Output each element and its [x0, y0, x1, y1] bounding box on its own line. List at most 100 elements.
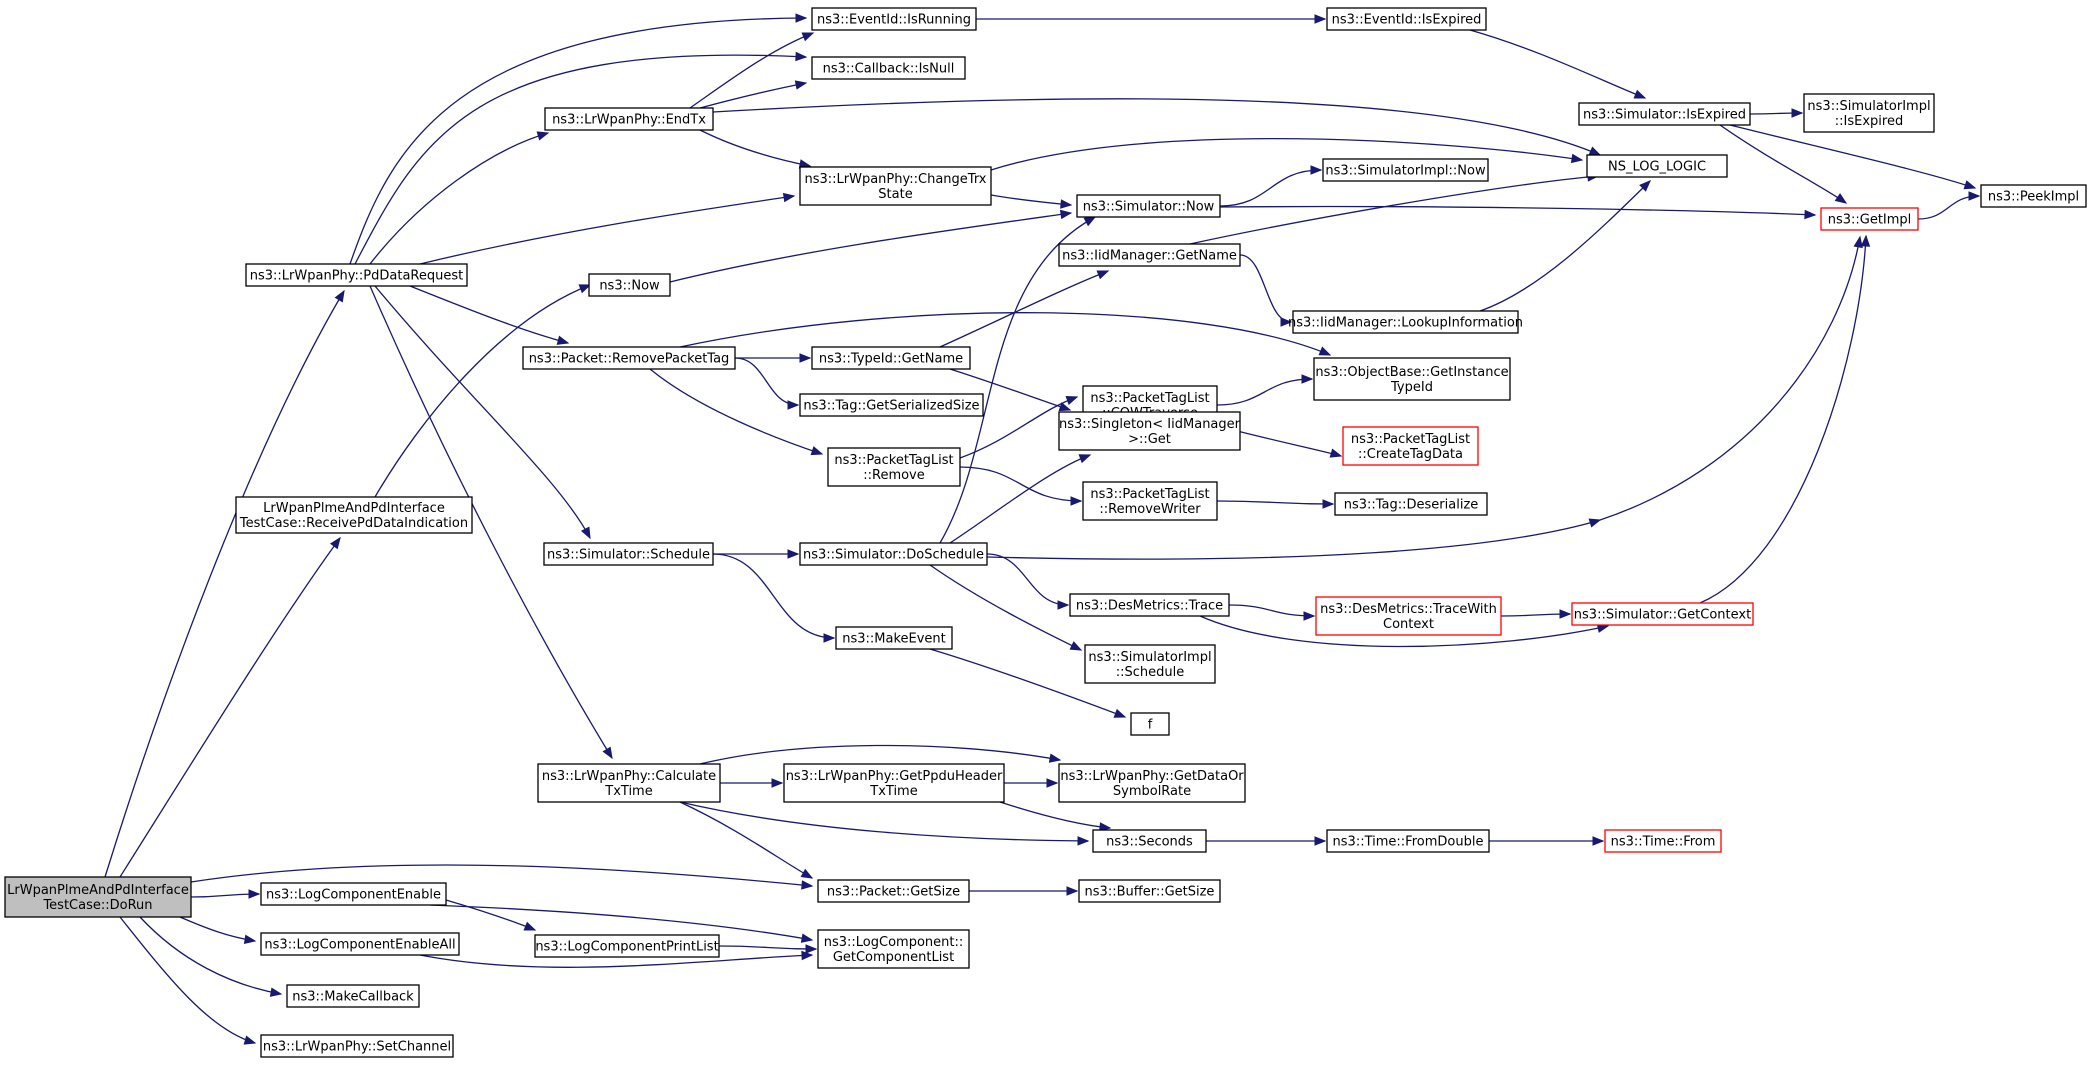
edge-doschedule-to-getimpl	[986, 519, 1601, 560]
node-isexpired[interactable]: ns3::EventId::IsExpired	[1326, 7, 1487, 31]
node-label: ns3::LrWpanPhy::Calculate	[542, 769, 716, 784]
edge-isrunning-to-isexpired-arrowhead	[1314, 14, 1327, 24]
node-simnow[interactable]: ns3::Simulator::Now	[1076, 194, 1221, 218]
node-doschedule[interactable]: ns3::Simulator::DoSchedule	[799, 542, 988, 566]
node-removepackettag[interactable]: ns3::Packet::RemovePacketTag	[522, 346, 736, 370]
node-box	[1571, 602, 1754, 626]
node-isrunning[interactable]: ns3::EventId::IsRunning	[811, 7, 977, 31]
node-simimplschedule[interactable]: ns3::SimulatorImpl::Schedule	[1084, 644, 1216, 684]
node-box	[1326, 829, 1490, 853]
node-desmetricstrace[interactable]: ns3::DesMetrics::Trace	[1069, 593, 1230, 617]
node-label: ns3::PeekImpl	[1988, 190, 2079, 205]
node-createtagdata[interactable]: ns3::PacketTagList::CreateTagData	[1342, 426, 1479, 466]
node-box	[1803, 93, 1935, 133]
edge-doschedule-to-getimpl-tail-arrowhead	[1853, 235, 1863, 249]
edge-removepackettag-to-ptlremove-arrowhead	[810, 446, 824, 456]
node-label: Context	[1383, 617, 1434, 632]
node-f[interactable]: f	[1130, 712, 1170, 736]
node-box	[799, 542, 988, 566]
node-peekimpl[interactable]: ns3::PeekImpl	[1980, 184, 2087, 208]
node-getimpl[interactable]: ns3::GetImpl	[1820, 207, 1919, 231]
node-tagdeserialize[interactable]: ns3::Tag::Deserialize	[1334, 492, 1488, 516]
node-label: ns3::LogComponent::	[824, 935, 964, 950]
edge-receivepd-to-now	[374, 284, 591, 498]
node-box	[783, 763, 1005, 803]
node-makeevent[interactable]: ns3::MakeEvent	[835, 626, 953, 650]
node-label: ns3::DesMetrics::Trace	[1076, 599, 1223, 614]
edge-pddatarequest-to-calctxtime	[369, 285, 613, 759]
node-makecallback[interactable]: ns3::MakeCallback	[286, 984, 420, 1008]
edge-doschedule-to-simimplschedule-arrowhead	[1069, 641, 1083, 651]
node-buffergetsize[interactable]: ns3::Buffer::GetSize	[1078, 879, 1221, 903]
node-logprintlist[interactable]: ns3::LogComponentPrintList	[534, 934, 720, 958]
node-label: NS_LOG_LOGIC	[1608, 160, 1706, 175]
node-label: ns3::LrWpanPhy::SetChannel	[263, 1040, 451, 1055]
node-label: ns3::MakeEvent	[842, 632, 946, 647]
edge-now-to-simnow	[669, 212, 1072, 283]
node-box	[1092, 829, 1207, 853]
edge-ptlremove-to-cowtraverse-arrowhead	[1065, 396, 1079, 405]
node-simgetcontext[interactable]: ns3::Simulator::GetContext	[1571, 602, 1754, 626]
node-isnull[interactable]: ns3::Callback::IsNull	[811, 56, 966, 80]
edge-doschedule-to-simimplschedule	[929, 564, 1082, 651]
node-simimplnow[interactable]: ns3::SimulatorImpl::Now	[1322, 158, 1489, 182]
node-label: ::RemoveWriter	[1099, 502, 1201, 517]
node-box	[835, 626, 953, 650]
edge-getppduheader-to-seconds	[999, 801, 1111, 829]
edge-doschedule-to-desmetricstrace	[986, 553, 1069, 606]
node-label: ns3::LogComponentPrintList	[535, 940, 718, 955]
node-receivepd[interactable]: LrWpanPlmeAndPdInterfaceTestCase::Receiv…	[235, 496, 473, 534]
node-endtx[interactable]: ns3::LrWpanPhy::EndTx	[544, 107, 714, 131]
node-packetgetsize[interactable]: ns3::Packet::GetSize	[817, 879, 970, 903]
node-typeidgetname[interactable]: ns3::TypeId::GetName	[811, 346, 971, 370]
edge-logcompenable-to-logprintlist	[445, 899, 536, 931]
edge-dorun-to-pddatarequest-arrowhead	[334, 289, 345, 303]
node-box	[245, 263, 468, 287]
node-lookupinfo[interactable]: ns3::IidManager::LookupInformation	[1288, 310, 1523, 334]
node-removewriter[interactable]: ns3::PacketTagList::RemoveWriter	[1082, 481, 1218, 521]
node-logcompenable[interactable]: ns3::LogComponentEnable	[260, 882, 447, 906]
edge-endtx-to-isnull-arrowhead	[794, 80, 808, 90]
edge-pddatarequest-to-endtx-arrowhead	[536, 131, 550, 141]
edge-removewriter-to-tagdeserialize-arrowhead	[1322, 499, 1335, 509]
edge-dorun-to-logcompenable-arrowhead	[248, 889, 261, 899]
node-box	[286, 984, 420, 1008]
edge-getppduheader-to-getdataorsymbolrate-arrowhead	[1046, 778, 1059, 788]
edge-logcompenable-to-getcomponentlist	[429, 904, 813, 941]
edge-makeevent-to-f-arrowhead	[1113, 708, 1127, 718]
node-simisexpired[interactable]: ns3::Simulator::IsExpired	[1578, 102, 1751, 126]
edge-logcompenableall-to-getcomponentlist	[419, 954, 813, 968]
node-fromdouble[interactable]: ns3::Time::FromDouble	[1326, 829, 1490, 853]
edge-dorun-to-makecallback-arrowhead	[269, 987, 283, 997]
edge-doschedule-to-singletonget	[949, 454, 1091, 544]
node-label: ns3::PacketTagList	[834, 453, 953, 468]
node-box	[4, 876, 192, 918]
node-box	[1058, 243, 1241, 267]
node-now[interactable]: ns3::Now	[588, 273, 671, 297]
node-pddatarequest[interactable]: ns3::LrWpanPhy::PdDataRequest	[245, 263, 468, 287]
node-seconds[interactable]: ns3::Seconds	[1092, 829, 1207, 853]
node-label: ns3::Buffer::GetSize	[1085, 885, 1215, 900]
node-singletonget[interactable]: ns3::Singleton< IidManager >::Get	[1058, 411, 1241, 451]
node-label: ns3::MakeCallback	[292, 990, 414, 1005]
node-nslog[interactable]: NS_LOG_LOGIC	[1586, 154, 1728, 178]
node-timefrom[interactable]: ns3::Time::From	[1604, 829, 1722, 853]
node-setchannel[interactable]: ns3::LrWpanPhy::SetChannel	[260, 1034, 454, 1058]
node-getcomponentlist[interactable]: ns3::LogComponent::GetComponentList	[817, 929, 970, 969]
node-getserializedsize[interactable]: ns3::Tag::GetSerializedSize	[799, 393, 984, 417]
node-box	[260, 882, 447, 906]
node-box	[522, 346, 736, 370]
node-ptlremove[interactable]: ns3::PacketTagList::Remove	[827, 447, 961, 487]
node-iidgetname[interactable]: ns3::IidManager::GetName	[1058, 243, 1241, 267]
edge-logcompenable-to-getcomponentlist-arrowhead	[800, 933, 814, 943]
node-simimplisexpired[interactable]: ns3::SimulatorImpl::IsExpired	[1803, 93, 1935, 133]
node-schedule[interactable]: ns3::Simulator::Schedule	[543, 542, 714, 566]
node-logcompenableall[interactable]: ns3::LogComponentEnableAll	[260, 932, 460, 956]
